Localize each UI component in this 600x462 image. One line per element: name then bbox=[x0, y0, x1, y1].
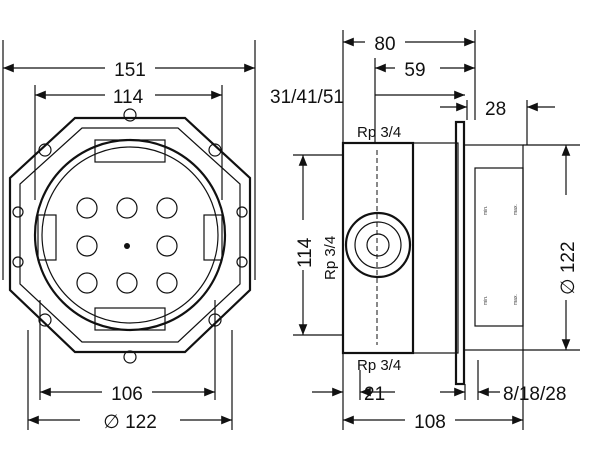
mounting-plate bbox=[454, 120, 466, 386]
dim-114: 114 bbox=[113, 87, 144, 108]
dim-diameter-122: ∅ 122 bbox=[103, 412, 157, 433]
thread-top-label: Rp 3/4 bbox=[357, 124, 401, 141]
cover-box bbox=[463, 144, 524, 351]
dim-108: 108 bbox=[414, 412, 446, 433]
thread-bottom-label: Rp 3/4 bbox=[357, 357, 401, 374]
dim-8-18-28: 8/18/28 bbox=[503, 384, 566, 405]
outlet-fitting bbox=[344, 211, 412, 279]
min-mark-bottom: min. bbox=[483, 296, 489, 305]
min-mark-top: min. bbox=[483, 206, 489, 215]
dim-31-41-51: 31/41/51 bbox=[270, 87, 344, 108]
octagon-housing bbox=[8, 116, 252, 354]
front-view: 151 114 106 ∅ 122 bbox=[2, 40, 256, 433]
dim-106: 106 bbox=[111, 384, 143, 405]
thread-side-label: Rp 3/4 bbox=[322, 236, 339, 280]
dim-59: 59 bbox=[404, 60, 425, 81]
knockout-holes bbox=[76, 197, 178, 294]
dim-28: 28 bbox=[485, 99, 506, 120]
dim-114-height: 114 bbox=[295, 237, 316, 268]
dim-151: 151 bbox=[114, 60, 146, 81]
main-ring bbox=[33, 138, 227, 332]
box-body bbox=[341, 141, 415, 355]
max-mark-top: max. bbox=[513, 204, 519, 215]
max-mark-bottom: max. bbox=[513, 294, 519, 305]
dim-80: 80 bbox=[374, 34, 395, 55]
side-view: min. max. min. max. 80 59 31/41/51 28 Rp… bbox=[270, 30, 580, 433]
dim-cover-diameter-122: ∅ 122 bbox=[558, 241, 579, 295]
dim-21: 21 bbox=[364, 384, 385, 405]
